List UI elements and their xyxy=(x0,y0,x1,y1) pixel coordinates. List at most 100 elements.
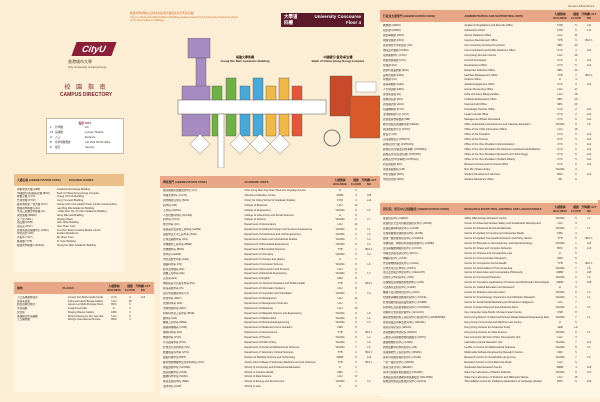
cell-floor: 16 xyxy=(574,128,578,132)
cell-building: LAU xyxy=(557,360,563,364)
admin-head-cn: 行政及支援部門 (ABBREVIATION CODE) xyxy=(383,14,436,18)
cell-floor: 4 xyxy=(575,271,577,275)
cell-en: Department of Public Policy xyxy=(244,341,277,345)
cell-cn: 實驗動物研究中心 (LARU) xyxy=(383,340,414,344)
research-head-building: 大樓簡稱 BUILDING xyxy=(553,205,567,213)
cell-en: Centre for Applied Computing and Interac… xyxy=(464,231,524,235)
cell-floor: 6 xyxy=(575,345,577,349)
cell-en: Indra and Harry Banga Gallery xyxy=(67,299,103,303)
table-row: 邵逸夫創意媒體中心 (CMC)Run Run Shaw Creative Med… xyxy=(14,229,124,233)
cell-building: LAU xyxy=(111,314,117,318)
cell-floor: 6 xyxy=(355,213,357,217)
cell-building: LI xyxy=(558,321,562,325)
cell-cn: 國家貴金屬材料工程研究中心香港分中心 (HKBNPMM) xyxy=(383,316,446,320)
cell-lift: BLK 1 xyxy=(365,247,373,251)
admin-header: 行政及支援部門 (ABBREVIATION CODE) ADMINISTRATI… xyxy=(380,10,600,22)
cell-building: YEUNG xyxy=(335,272,345,276)
key-en: Entrance xyxy=(85,136,96,139)
table-row: 材料科學及工程學系 (MSE)Department of Materials S… xyxy=(160,312,380,317)
cell-floor: 15 xyxy=(574,375,578,379)
cell-en: Department of Materials Science and Engi… xyxy=(244,311,302,315)
table-row: 先進設計及系統工程學系 (ADSE)Department of Advanced… xyxy=(160,228,380,233)
cell-floor: 2 xyxy=(575,162,577,166)
academic-head-en: ACADEMIC UNITS xyxy=(244,180,269,184)
cell-en: State Key Laboratory of Terahertz and Mi… xyxy=(464,375,529,379)
cell-lift: L11 xyxy=(586,24,592,27)
cell-floor: 7 xyxy=(575,266,577,270)
cell-cn: 一帶一路研究中心 (OBOR) xyxy=(383,360,414,364)
cityu-logo: CityU 香港城市大學 City University of Hong Kon… xyxy=(68,42,118,69)
cell-cn: 商學院 (CB) xyxy=(163,203,177,207)
cell-en: Inter-University 3D Atom Probe Tomograph… xyxy=(464,335,521,339)
table-row: 健康一體化應用研究中心 (CAROH)Centre for Applied On… xyxy=(380,237,600,242)
cell-floor: 5 xyxy=(575,123,577,127)
cell-en: Indra and Harry Banga Gallery xyxy=(464,93,500,97)
table-row: 大窩坪 (TOY)Tat Chee Yuen xyxy=(14,236,124,240)
table-row: 互動媒體應用運算研究中心 (ACIM) Centre for Applied Co… xyxy=(380,232,600,237)
cell-en: Fong Yun-wah Building xyxy=(56,199,84,203)
cell-building: YEUNG xyxy=(555,226,565,230)
cell-cn: 多媒體軟件工程研究中心 (MSRC) xyxy=(383,350,422,354)
cell-cn: 管理委員會秘書處 (MB) xyxy=(383,118,411,122)
cell-building: YEUNG xyxy=(335,311,345,315)
cell-cn: 東南亞研究中心 (SEARC) xyxy=(383,365,413,369)
cell-en: Wong Cheung Lo Hui Yuet Hall xyxy=(67,314,103,318)
cell-en: Department of Biomedical Engineering xyxy=(244,242,289,246)
cell-lift: L16 xyxy=(586,241,592,245)
cell-en: Legal Counsel Office xyxy=(464,113,489,117)
cell-floor: 4 xyxy=(355,350,357,354)
cell-en: Alumni Relations Office xyxy=(464,33,492,37)
cell-building: CYC xyxy=(557,162,563,166)
cell-cn: 互動媒體應用運算研究中心 (ACIM) xyxy=(383,231,424,235)
cell-cn: 教務處 (ARRO) xyxy=(383,24,401,27)
cell-lift: L6 xyxy=(587,355,591,359)
cell-en: School of Energy and Environment xyxy=(244,380,285,384)
table-row: 教務處 (ARRO)Academic Regulations and Recor… xyxy=(380,24,600,29)
cell-en: Bank of China (Hong Kong) Complex xyxy=(56,191,100,195)
cell-lift: L17 xyxy=(586,370,592,374)
cell-building: CYC xyxy=(557,113,563,117)
cell-en: Office of the Vice-President (Research a… xyxy=(464,152,529,156)
cell-building: CYC xyxy=(557,142,563,146)
cell-cn: 亞洲及國際學系 (AIS) xyxy=(163,238,188,242)
cell-cn: 王氏多媒體會議室 xyxy=(17,296,38,299)
concourse-cn2: 四樓 xyxy=(284,20,293,25)
cell-cn: 電機工程學系 (EE) xyxy=(163,272,185,276)
cell-en: Enterprise Solutions Office xyxy=(464,68,495,72)
table-row: 資訊系統學系 (IS)Department of Information Sys… xyxy=(160,287,380,292)
cell-en: Communications and Public Relations Offi… xyxy=(464,48,516,52)
cell-en: Facilities Management Office xyxy=(464,73,498,77)
floor-map[interactable]: 楊建文學術樓 Yeung Kin Man Academic Building 中… xyxy=(160,37,381,169)
academic-panel: 學術部門 (ABBREVIATION CODE) ACADEMIC UNITS … xyxy=(160,176,380,396)
table-row: 功能光子學研究中心 (CFP)Centre for Functional Pho… xyxy=(380,276,600,281)
cell-floor: 8 xyxy=(355,287,357,291)
cell-cn: 南山樓 (NSB) xyxy=(17,221,33,225)
cell-en: Student Residence xyxy=(56,232,79,236)
cell-en: Department of English xyxy=(244,277,270,281)
notice: 楊建文學術樓內之訪客如往其他大樓請先到大學道(四樓) Users in Yeun… xyxy=(130,12,240,23)
cell-building: CYC xyxy=(557,132,563,136)
cell-cn: 伴侶動物健康研究中心 (COAH) xyxy=(383,261,419,265)
cell-cn: 能源及環境學院 (SEE) xyxy=(163,380,189,384)
cell-building: FYW xyxy=(557,24,563,27)
cell-building: CYC xyxy=(557,147,563,151)
table-row: 香港城市大學出版社 (UP)City University of Hong Ko… xyxy=(380,44,600,49)
cell-lift: L4 xyxy=(587,291,591,295)
cell-floor: 9 xyxy=(575,38,577,42)
cell-lift: L13 xyxy=(586,246,592,250)
cell-cn: 神經科學系 (NS) xyxy=(163,331,183,335)
table-row: 香港商業及海事法研究中心 (HKCML)Hong Kong Commercial… xyxy=(380,321,600,326)
cell-floor: 3 xyxy=(129,310,131,314)
buildings-header: 大樓名稱 (ABBREVIATION CODE) BUILDING NAMES xyxy=(14,174,124,186)
cell-en: Department of Social and Behavioural Sci… xyxy=(244,346,300,349)
cell-en: Division of Building Science and Technol… xyxy=(244,355,296,359)
cell-cn: 香港數據科學研究院 (HKIDS) xyxy=(383,330,417,334)
